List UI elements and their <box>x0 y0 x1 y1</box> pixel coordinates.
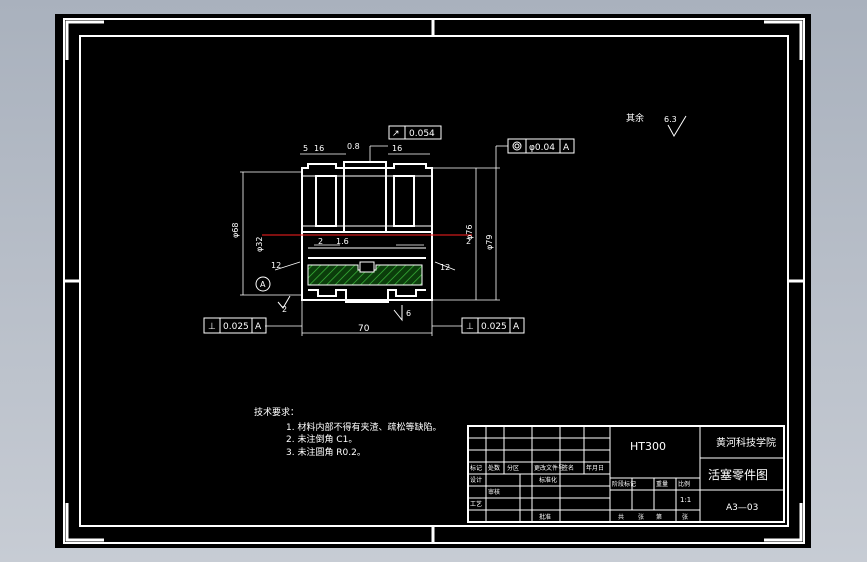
tb-label-change-no: 更改文件号 <box>534 464 564 472</box>
pin-hole <box>359 261 375 273</box>
dim-bottom-left: 2 <box>282 305 287 314</box>
tolerance-bottom-left-datum: A <box>255 322 262 332</box>
tb-label-weight: 重量 <box>656 480 668 488</box>
tolerance-frame-top-right: φ0.04 A <box>507 138 575 154</box>
dim-inner-right: 2 <box>466 237 471 246</box>
tolerance-bottom-left-value: 0.025 <box>223 322 249 332</box>
tech-req-item-3: 3. 未注圆角 R0.2。 <box>286 446 366 458</box>
part-name: 活塞零件图 <box>708 467 768 482</box>
tb-label-standard: 标准化 <box>539 476 557 484</box>
tb-label-total: 共 <box>618 513 624 521</box>
dim-left-dia2: φ32 <box>255 237 264 252</box>
dim-top-mid: 0.8 <box>347 142 360 151</box>
material-text: HT300 <box>630 440 666 453</box>
tb-label-zone: 分区 <box>507 464 519 472</box>
tolerance-top-value: 0.054 <box>409 129 435 139</box>
roughness-note-label: 其余 <box>626 112 644 124</box>
datum-label: A <box>260 280 266 289</box>
dim-right-dia2: φ79 <box>485 235 494 250</box>
dim-inner-left: 2 <box>318 237 323 246</box>
tb-label-process: 工艺 <box>470 500 482 508</box>
datum-circle <box>255 276 271 292</box>
title-block <box>467 425 785 523</box>
perpendicularity-symbol-left: ⊥ <box>208 322 216 332</box>
tech-req-item-2: 2. 未注倒角 C1。 <box>286 433 357 445</box>
tb-label-design: 设计 <box>470 476 482 484</box>
tb-label-mark: 标记 <box>470 464 482 472</box>
dimension-texts: 5 16 0.8 16 φ68 φ32 φ76 φ79 2 1.6 2 12 1… <box>231 142 494 334</box>
school-name: 黄河科技学院 <box>716 436 776 449</box>
dim-small-right: 12 <box>440 263 450 272</box>
tolerance-top-right-datum: A <box>563 143 570 153</box>
dim-top-left-groove: 16 <box>314 144 324 153</box>
tolerance-bottom-right-datum: A <box>513 322 520 332</box>
tb-label-sheet-no: 第 <box>656 513 662 521</box>
tb-label-sheet2: 张 <box>682 513 688 521</box>
tolerance-frame-bottom-right: ⊥ 0.025 A <box>461 317 525 334</box>
dim-bottom-roughness: 6 <box>406 309 411 318</box>
tech-req-item-1: 1. 材料内部不得有夹渣、疏松等缺陷。 <box>286 421 441 433</box>
tolerance-bottom-right-value: 0.025 <box>481 322 507 332</box>
title-block-labels: 标记 处数 分区 更改文件号 签名 年月日 设计 标准化 阶段标记 重量 比例 … <box>470 464 690 521</box>
technical-requirements: 技术要求： 1. 材料内部不得有夹渣、疏松等缺陷。 2. 未注倒角 C1。 3.… <box>254 406 441 458</box>
dim-inner-mid: 1.6 <box>336 237 349 246</box>
tb-label-scale: 比例 <box>678 480 690 488</box>
roughness-symbols <box>277 115 687 322</box>
dimension-lines <box>240 145 508 336</box>
sheet-border <box>63 18 805 544</box>
tech-req-heading: 技术要求： <box>254 406 299 418</box>
drawing-number: A3—03 <box>726 503 758 513</box>
dim-overall-length: 70 <box>358 324 370 334</box>
tolerance-frame-bottom-left: ⊥ 0.025 A <box>203 317 267 334</box>
dim-right-dia: φ76 <box>465 225 474 240</box>
perpendicularity-symbol-right: ⊥ <box>466 322 474 332</box>
hatched-section <box>307 264 423 286</box>
tb-label-signature: 签名 <box>562 464 574 472</box>
dim-top-left-small: 5 <box>303 144 308 153</box>
tb-label-sheet1: 张 <box>638 513 644 521</box>
roughness-note-value: 6.3 <box>664 115 677 124</box>
tb-label-date: 年月日 <box>586 464 604 472</box>
tb-label-review: 审核 <box>488 488 500 496</box>
dim-left-dia: φ68 <box>231 223 240 238</box>
tolerance-frame-top: ↗ 0.054 <box>388 125 442 140</box>
piston-section-view <box>301 161 433 303</box>
dim-top-right-groove: 16 <box>392 144 402 153</box>
tb-label-stage: 阶段标记 <box>612 480 636 488</box>
scale-value: 1:1 <box>680 496 691 504</box>
tb-label-approve: 批准 <box>539 513 551 521</box>
dim-small-left: 12 <box>271 261 281 270</box>
runout-symbol: ↗ <box>392 129 400 139</box>
tb-label-count: 处数 <box>488 464 500 472</box>
tolerance-top-right-value: φ0.04 <box>529 143 555 153</box>
